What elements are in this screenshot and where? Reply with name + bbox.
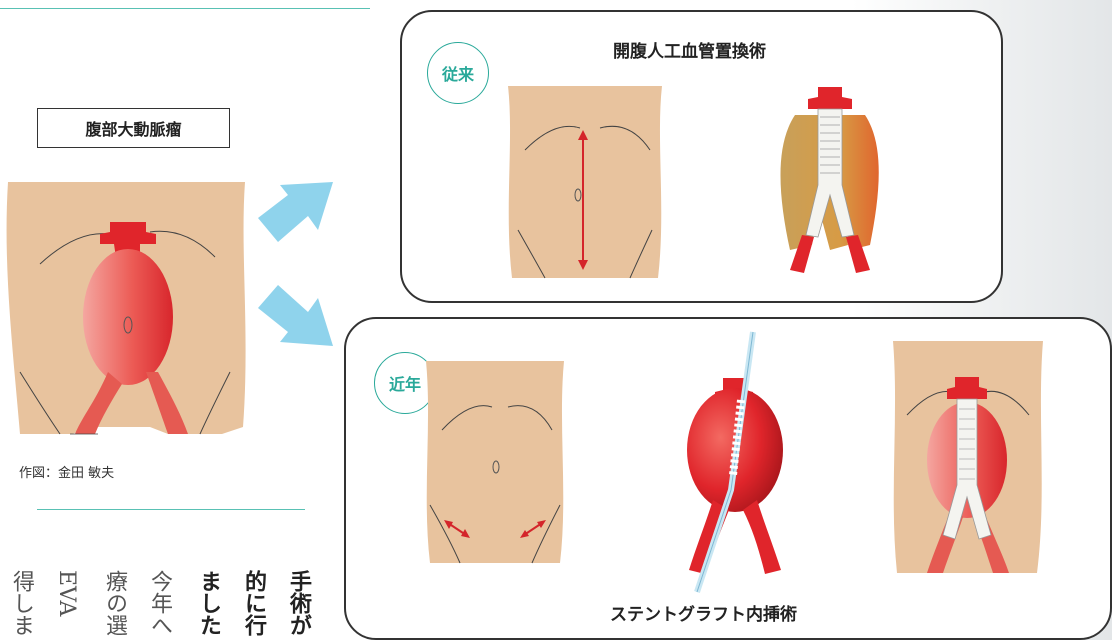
arrow-to-conventional	[258, 182, 333, 242]
text-column: EVA	[54, 570, 79, 617]
condition-label: 腹部大動脈瘤	[37, 108, 230, 148]
text-column: 手術が	[286, 570, 312, 636]
text-column: 的に行	[241, 570, 267, 636]
graft-replacement-illustration	[780, 87, 879, 273]
open-surgery-torso-illustration	[508, 86, 662, 279]
text-column: 得しま	[9, 570, 34, 636]
text-column: ました	[196, 570, 222, 636]
arrow-to-recent	[258, 285, 333, 346]
recent-title: ステントグラフト内挿術	[610, 605, 797, 625]
small-incision-torso-illustration	[426, 361, 564, 564]
conventional-badge: 従来	[427, 42, 489, 104]
top-divider	[0, 8, 370, 9]
vertical-body-text: 手術が 的に行 ました 今年へ 療の選 EVA 得しま	[0, 570, 330, 640]
recent-badge: 近年	[374, 352, 436, 414]
illustration-credit: 作図：金田 敏夫	[19, 466, 115, 481]
aneurysm-illustration	[6, 182, 246, 435]
text-column: 療の選	[102, 570, 127, 636]
stent-graft-placed-illustration	[893, 341, 1043, 573]
middle-divider	[37, 509, 305, 510]
conventional-title: 開腹人工血管置換術	[613, 42, 766, 62]
catheter-stent-illustration	[687, 331, 783, 593]
conventional-surgery-panel	[400, 10, 1003, 303]
text-column: 今年へ	[147, 570, 172, 636]
